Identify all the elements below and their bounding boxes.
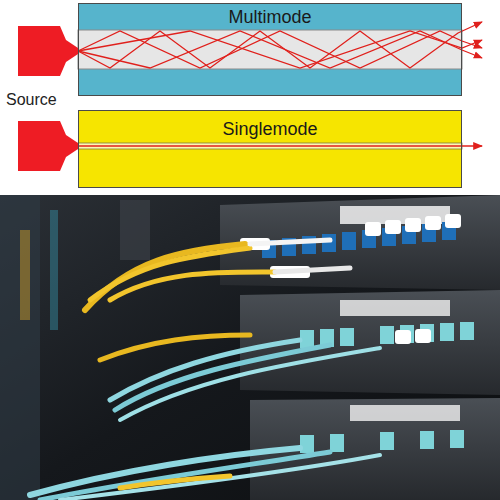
fiber-name: Singlemode bbox=[79, 119, 461, 139]
cladding bbox=[78, 3, 462, 30]
cladding bbox=[78, 110, 462, 188]
fiber-name: Multimode bbox=[79, 7, 461, 27]
cladding bbox=[78, 69, 462, 96]
light-rays bbox=[78, 22, 482, 68]
patch-panel-photo bbox=[0, 195, 500, 500]
light-source bbox=[18, 26, 78, 76]
light-ray bbox=[78, 145, 482, 146]
light-source bbox=[18, 121, 78, 171]
fiber-band: Singlemode bbox=[78, 110, 462, 188]
fiber-band: Multimode bbox=[78, 3, 462, 96]
source-label: Source bbox=[6, 91, 57, 109]
